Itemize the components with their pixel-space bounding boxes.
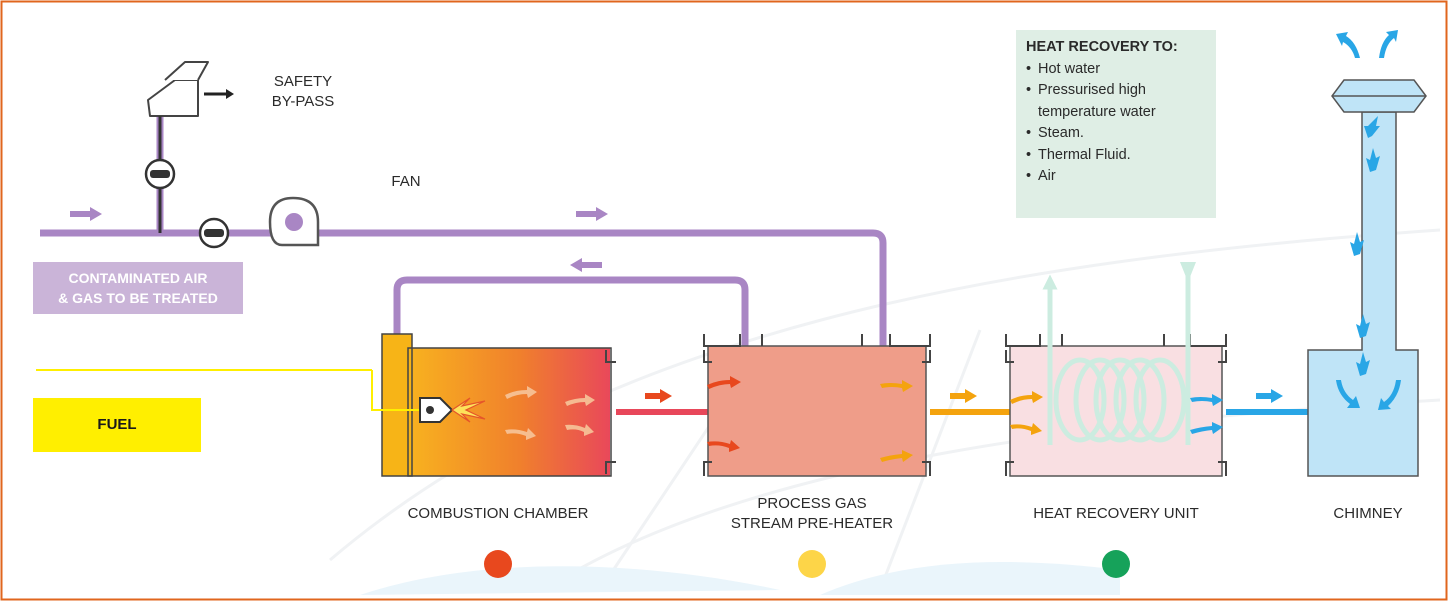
fuel-label: FUEL bbox=[33, 398, 201, 452]
label-fan: FAN bbox=[391, 173, 421, 190]
heat-recovery-info-box: HEAT RECOVERY TO: Hot water Pressurised … bbox=[1016, 30, 1216, 218]
flow-arrow-icon bbox=[1190, 394, 1223, 434]
flow-arrow-icon bbox=[1336, 30, 1401, 410]
status-dot-preheater bbox=[798, 550, 826, 578]
flow-arrow-icon bbox=[880, 380, 913, 462]
flow-arrow-icon bbox=[505, 386, 595, 440]
combustion-chamber bbox=[381, 333, 616, 477]
flow-arrow-icon bbox=[950, 389, 977, 403]
flow-arrow-icon bbox=[1010, 391, 1043, 435]
flow-arrow-icon bbox=[70, 207, 608, 272]
flow-arrow-icon bbox=[1256, 389, 1283, 403]
status-dot-recovery bbox=[1102, 550, 1130, 578]
heat-recovery-info-title: HEAT RECOVERY TO: bbox=[1026, 39, 1178, 55]
list-item: Thermal Fluid. bbox=[1026, 145, 1206, 167]
label-chimney: CHIMNEY bbox=[1333, 505, 1403, 522]
background-blue-band bbox=[360, 562, 1120, 595]
fan-icon bbox=[268, 196, 320, 247]
label-safety-bypass: SAFETY BY-PASS bbox=[271, 73, 335, 110]
label-heat-recovery-unit: HEAT RECOVERY UNIT bbox=[1033, 505, 1199, 522]
contaminated-air-label: CONTAMINATED AIR & GAS TO BE TREATED bbox=[33, 262, 243, 314]
label-process-gas-preheater: PROCESS GAS STREAM PRE-HEATER bbox=[730, 495, 894, 532]
list-item: Hot water bbox=[1026, 59, 1206, 81]
chimney bbox=[1307, 79, 1427, 477]
flow-arrow-icon bbox=[645, 389, 672, 403]
label-combustion-chamber: COMBUSTION CHAMBER bbox=[407, 505, 589, 522]
burner-flame-icon bbox=[419, 397, 486, 423]
status-dot-combustion bbox=[484, 550, 512, 578]
safety-bypass-hood-icon bbox=[147, 61, 234, 117]
damper-valve-icon bbox=[198, 217, 230, 249]
list-item: Steam. bbox=[1026, 123, 1206, 145]
damper-valve-icon bbox=[144, 158, 176, 190]
flow-arrow-icon bbox=[707, 376, 741, 452]
list-item: Air bbox=[1026, 166, 1206, 188]
process-gas-preheater bbox=[703, 334, 931, 477]
heat-coil-icon bbox=[1042, 262, 1196, 445]
